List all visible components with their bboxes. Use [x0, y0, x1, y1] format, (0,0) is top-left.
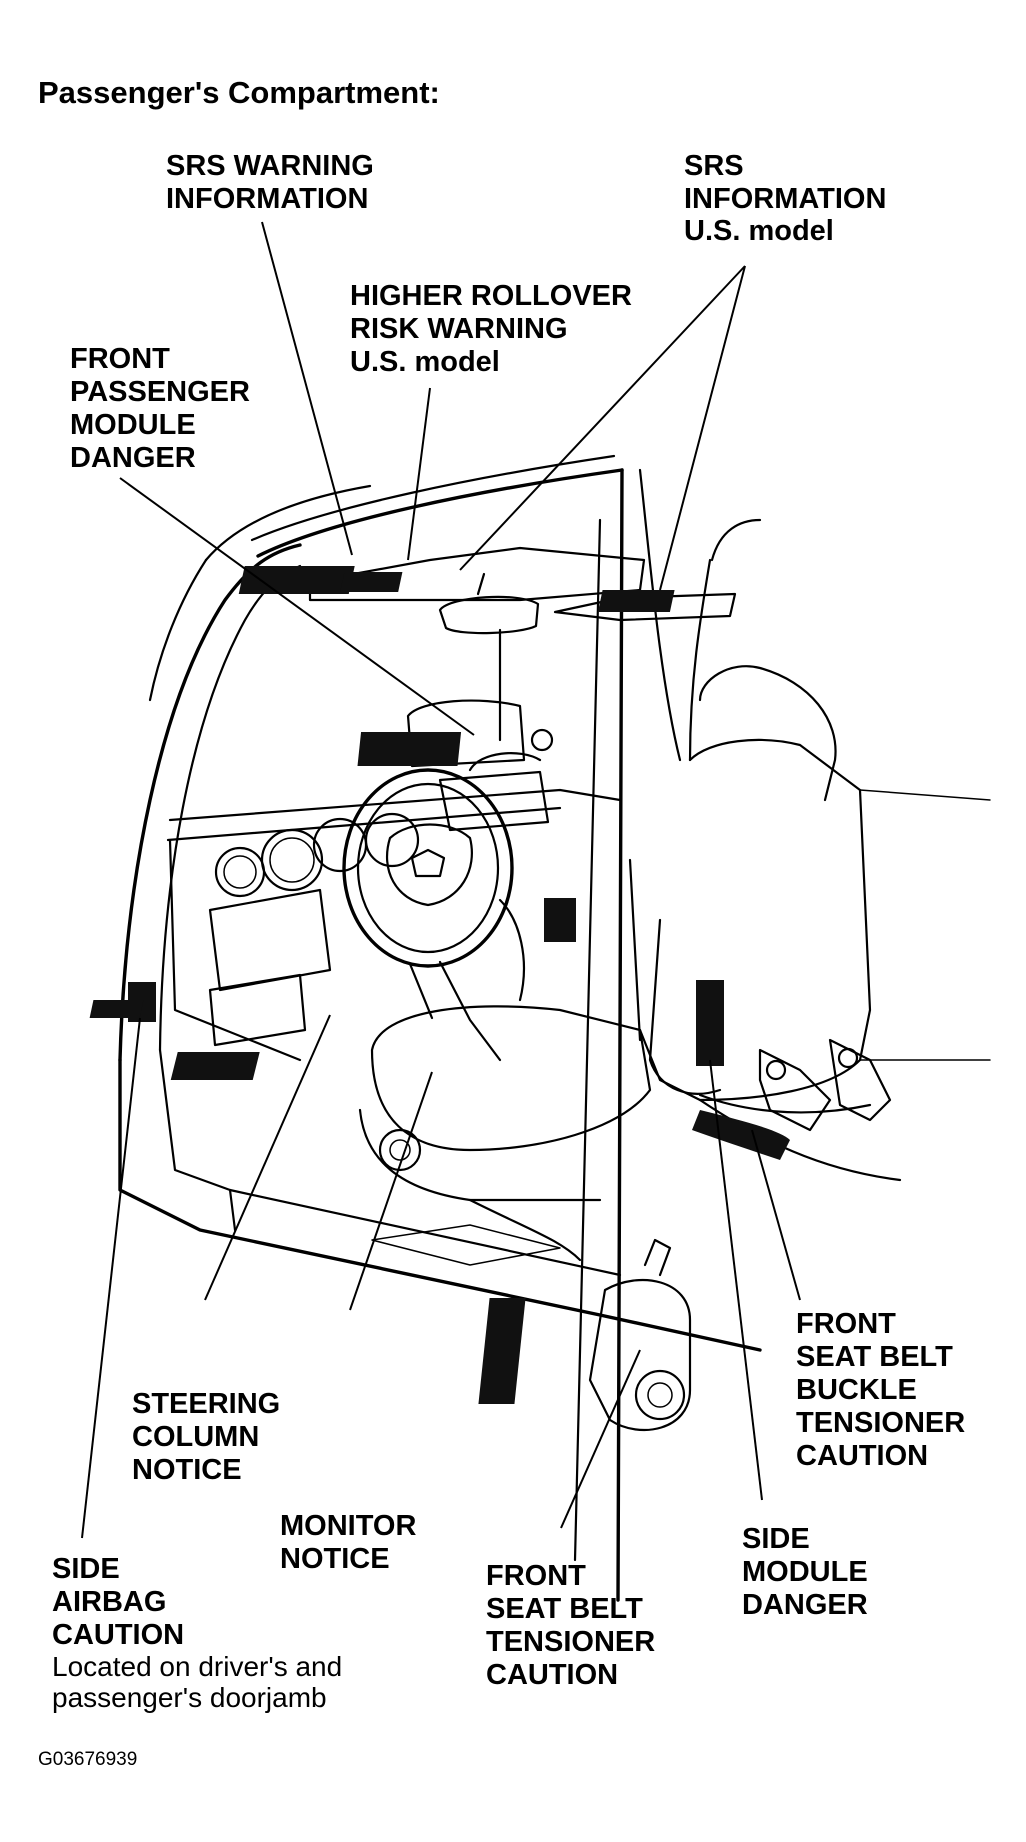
buckle-line-2: SEAT BELT [796, 1341, 953, 1373]
tensioner-line-3: TENSIONER [486, 1626, 655, 1658]
buckle-line-1: FRONT [796, 1308, 896, 1340]
leader-lines [81, 221, 801, 1539]
buckle-line-5: CAUTION [796, 1440, 928, 1472]
front-passenger-module-label: FRONT PASSENGER MODULE DANGER [70, 343, 250, 474]
srs-info-line-1: SRS [684, 150, 744, 182]
front-seat-belt-buckle-label: FRONT SEAT BELT BUCKLE TENSIONER CAUTION [796, 1308, 965, 1472]
side-airbag-caution-label: SIDE AIRBAG CAUTION Located on driver's … [52, 1553, 342, 1713]
airbag-note-line-1: Located on driver's and [52, 1651, 342, 1682]
buckle-line-4: TENSIONER [796, 1407, 965, 1439]
tensioner-line-1: FRONT [486, 1560, 586, 1592]
srs-warning-line-1: SRS WARNING [166, 150, 374, 182]
monitor-line-1: MONITOR [280, 1510, 416, 1542]
tensioner-line-2: SEAT BELT [486, 1593, 643, 1625]
srs-info-sticker [597, 590, 675, 612]
page-title: Passenger's Compartment: [38, 75, 440, 110]
rollover-line-3: U.S. model [350, 346, 500, 378]
srs-info-line-2: INFORMATION [684, 183, 886, 215]
monitor-line-2: NOTICE [280, 1543, 390, 1575]
fpm-line-3: MODULE [70, 409, 196, 441]
srs-warning-information-label: SRS WARNING INFORMATION [166, 150, 374, 215]
steering-line-2: COLUMN [132, 1421, 259, 1453]
tensioner-sticker [478, 1298, 526, 1404]
monitor-notice-label: MONITOR NOTICE [280, 1510, 416, 1575]
airbag-line-2: AIRBAG [52, 1586, 166, 1618]
monitor-sticker [170, 1052, 260, 1080]
fpm-line-1: FRONT [70, 343, 170, 375]
rollover-line-1: HIGHER ROLLOVER [350, 280, 632, 312]
fpm-line-4: DANGER [70, 442, 196, 474]
side-module-danger-label: SIDE MODULE DANGER [742, 1523, 868, 1621]
vehicle-illustration [118, 454, 991, 1602]
steering-column-notice-label: STEERING COLUMN NOTICE [132, 1388, 280, 1486]
side-module-line-3: DANGER [742, 1589, 868, 1621]
steering-column-sticker [89, 1000, 144, 1018]
buckle-sticker [692, 1110, 790, 1160]
front-seat-belt-tensioner-label: FRONT SEAT BELT TENSIONER CAUTION [486, 1560, 655, 1691]
side-module-sticker [696, 980, 724, 1066]
srs-warning-line-2: INFORMATION [166, 183, 368, 215]
side-module-line-2: MODULE [742, 1556, 868, 1588]
airbag-note-line-2: passenger's doorjamb [52, 1682, 327, 1713]
steering-line-1: STEERING [132, 1388, 280, 1420]
buckle-line-3: BUCKLE [796, 1374, 917, 1406]
fpm-line-2: PASSENGER [70, 376, 250, 408]
rollover-sticker [340, 572, 403, 592]
higher-rollover-label: HIGHER ROLLOVER RISK WARNING U.S. model [350, 280, 632, 378]
rollover-line-2: RISK WARNING [350, 313, 568, 345]
figure-id: G03676939 [38, 1749, 137, 1770]
srs-information-label: SRS INFORMATION U.S. model [684, 150, 886, 247]
airbag-line-1: SIDE [52, 1553, 120, 1585]
srs-warning-sticker [238, 566, 355, 594]
tensioner-line-4: CAUTION [486, 1659, 618, 1691]
airbag-line-3: CAUTION [52, 1619, 184, 1651]
passenger-module-sticker [357, 732, 462, 766]
steering-line-3: NOTICE [132, 1454, 242, 1486]
column-side-sticker [544, 898, 576, 942]
side-module-line-1: SIDE [742, 1523, 810, 1555]
srs-info-line-3: U.S. model [684, 215, 834, 247]
warning-label-markers [89, 566, 790, 1404]
